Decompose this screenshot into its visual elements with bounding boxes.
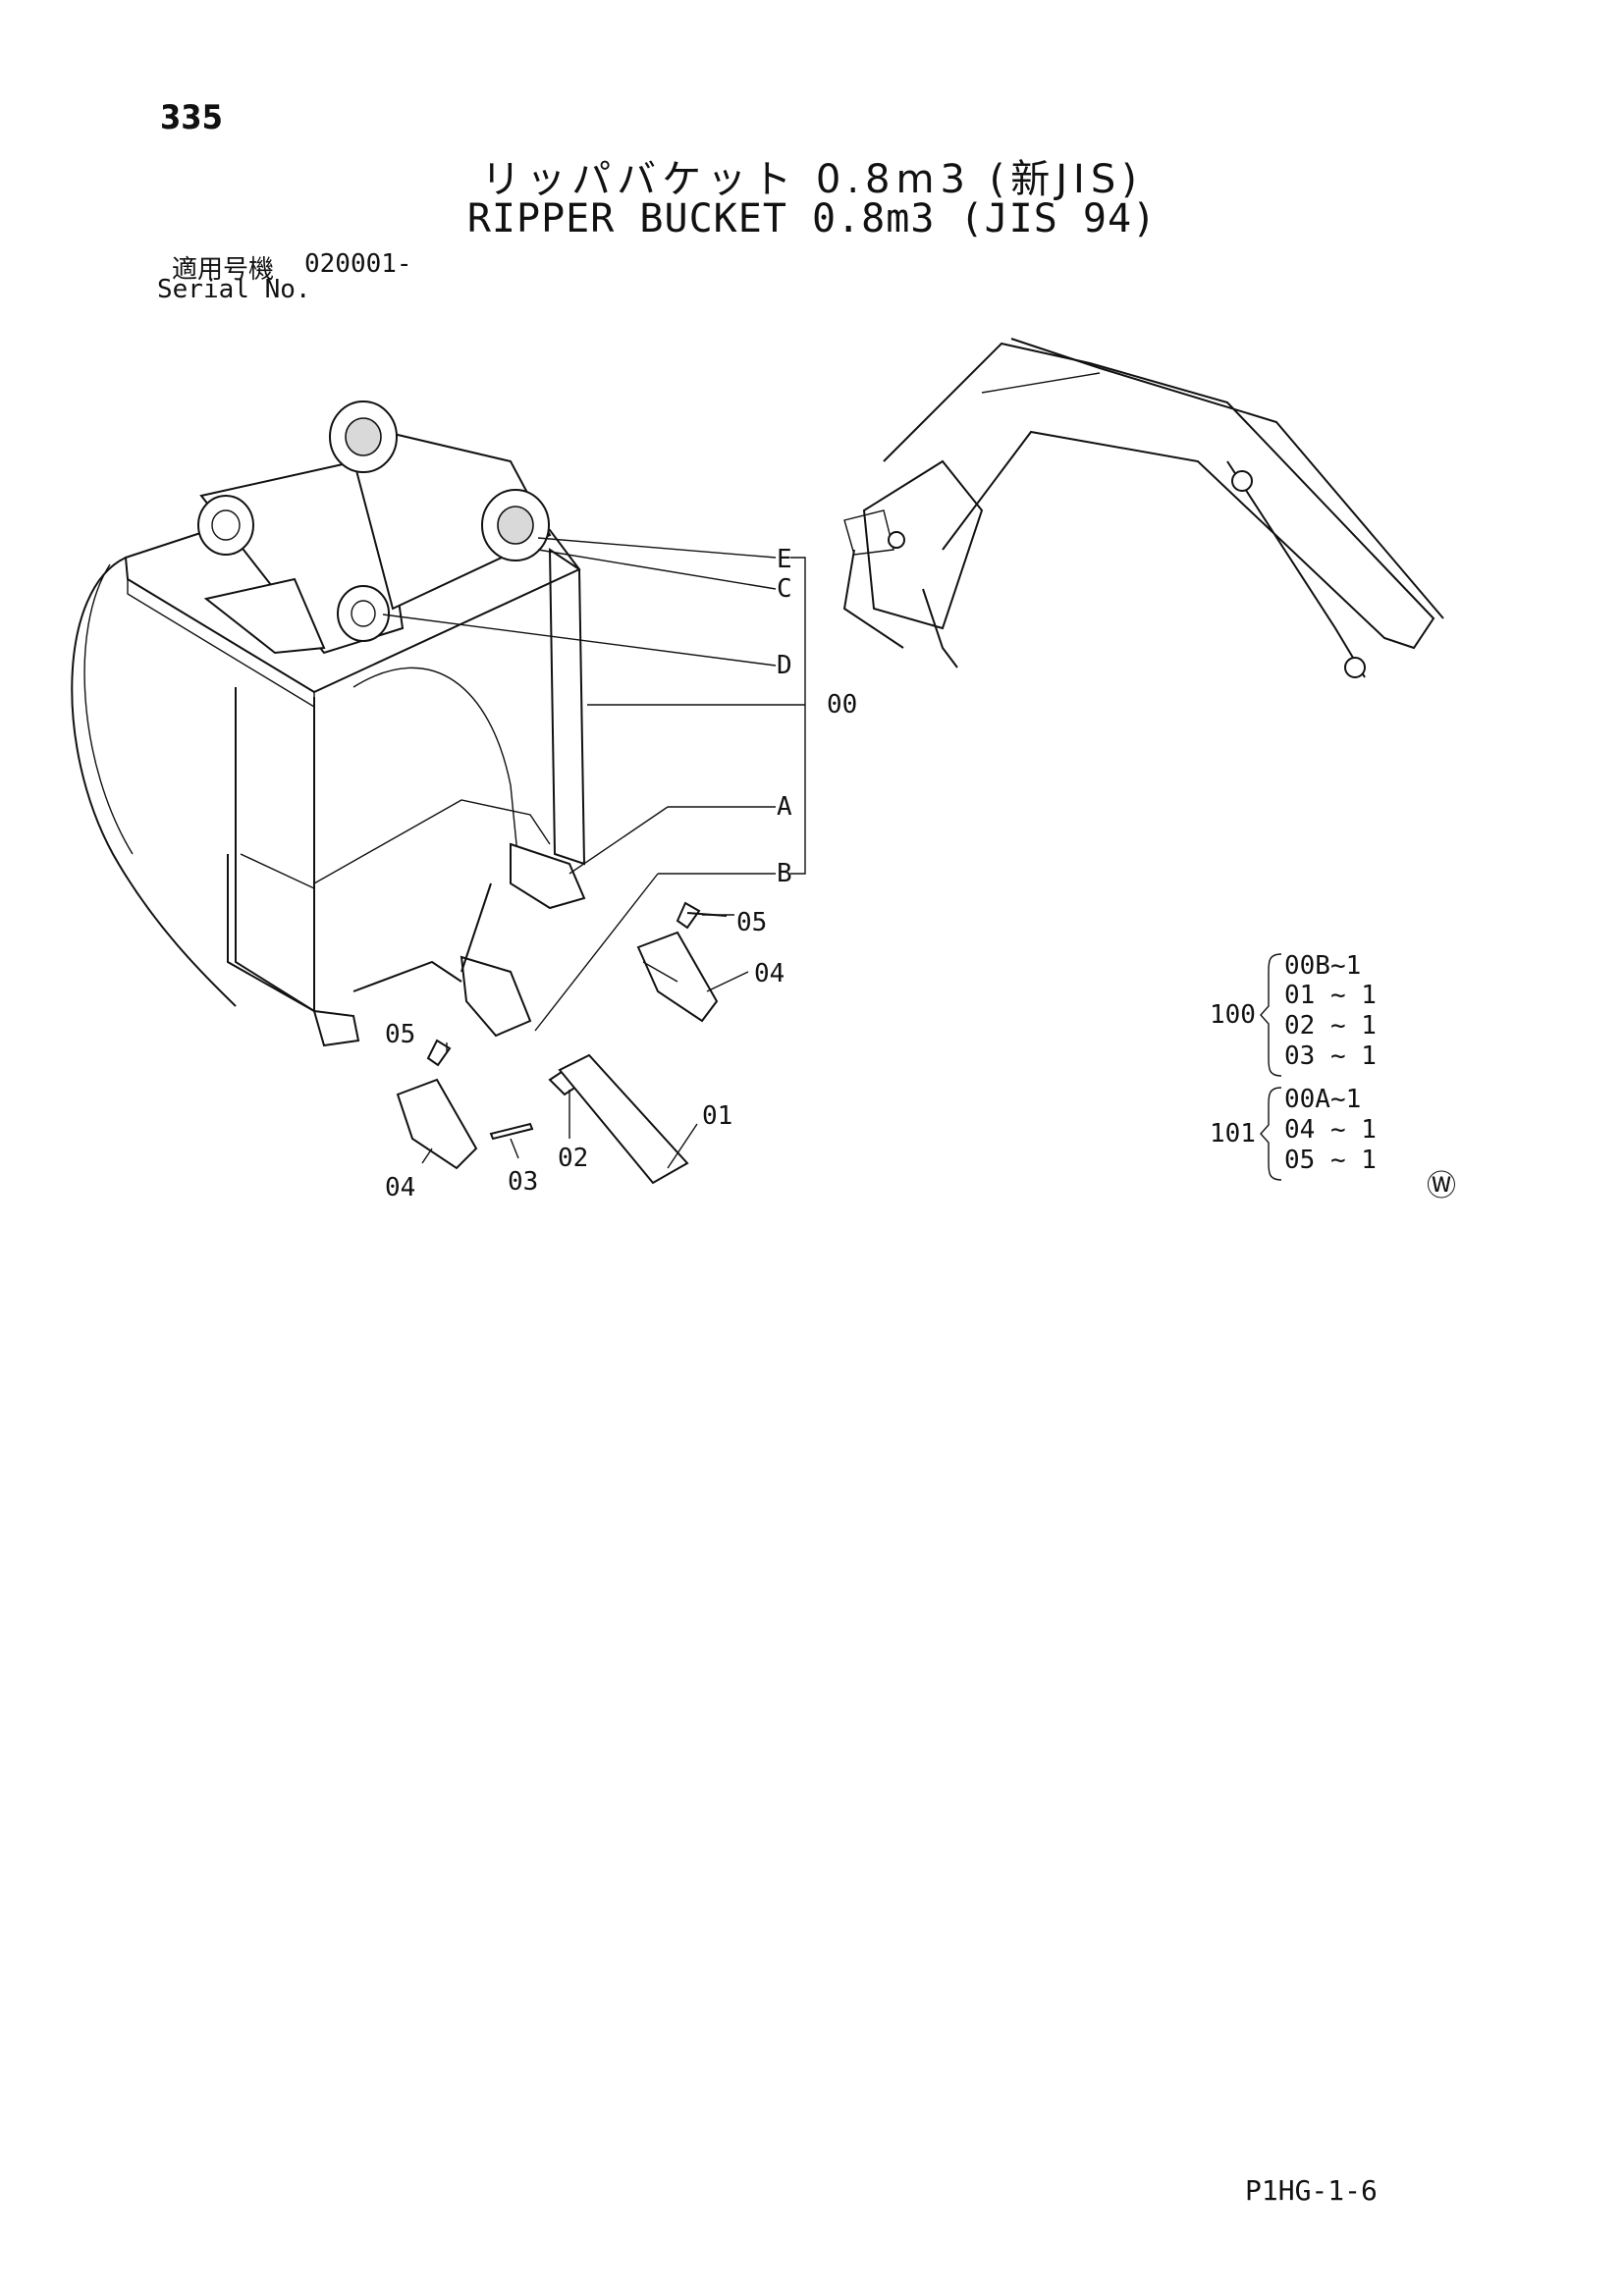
tooth-parts-left [396, 1039, 689, 1185]
leader-lines [382, 537, 806, 1169]
document-code: P1HG-1-6 [1245, 2174, 1378, 2207]
callout-04-right: 04 [754, 959, 785, 988]
page-number: 335 [160, 98, 223, 137]
title-japanese: リッパバケット 0.8m3 (新JIS) [481, 157, 1143, 202]
kit-100-item-1: 00B~1 [1284, 951, 1361, 981]
kit-100-item-3: 02 ~ 1 [1284, 1011, 1377, 1041]
bucket-illustration [71, 400, 586, 1047]
tooth-parts-right [636, 901, 728, 1023]
kit-100: 100 00B~1 01 ~ 1 02 ~ 1 03 ~ 1 [1210, 951, 1377, 1077]
callout-00: 00 [827, 690, 857, 720]
serial-label-japanese: 適用号機 [172, 255, 275, 285]
callout-05-left: 05 [385, 1020, 415, 1049]
callout-D: D [777, 651, 792, 680]
callout-05-right: 05 [736, 908, 767, 937]
kit-101-code: 101 [1210, 1119, 1256, 1148]
kit-100-code: 100 [1210, 1000, 1256, 1030]
serial-value: 020001- [304, 249, 412, 279]
callout-02: 02 [558, 1144, 588, 1173]
excavator-front-overview [842, 338, 1444, 678]
kit-101-item-2: 04 ~ 1 [1284, 1115, 1377, 1145]
callout-01: 01 [702, 1101, 732, 1131]
callout-03: 03 [508, 1167, 538, 1197]
callout-04-left: 04 [385, 1173, 415, 1202]
serial-label-english: Serial No. [157, 275, 311, 304]
kit-101-item-3: 05 ~ 1 [1284, 1146, 1377, 1175]
callout-C: C [777, 574, 792, 604]
kit-100-item-2: 01 ~ 1 [1284, 981, 1377, 1010]
w-mark: Ⓦ [1427, 1169, 1456, 1203]
kit-101-item-1: 00A~1 [1284, 1085, 1361, 1114]
kit-100-item-4: 03 ~ 1 [1284, 1041, 1377, 1071]
title-english: RIPPER BUCKET 0.8m3 (JIS 94) [466, 196, 1158, 241]
callout-A: A [777, 792, 792, 822]
callout-B: B [777, 859, 792, 888]
callout-E: E [777, 545, 792, 574]
kit-101: 101 00A~1 04 ~ 1 05 ~ 1 [1210, 1085, 1377, 1181]
